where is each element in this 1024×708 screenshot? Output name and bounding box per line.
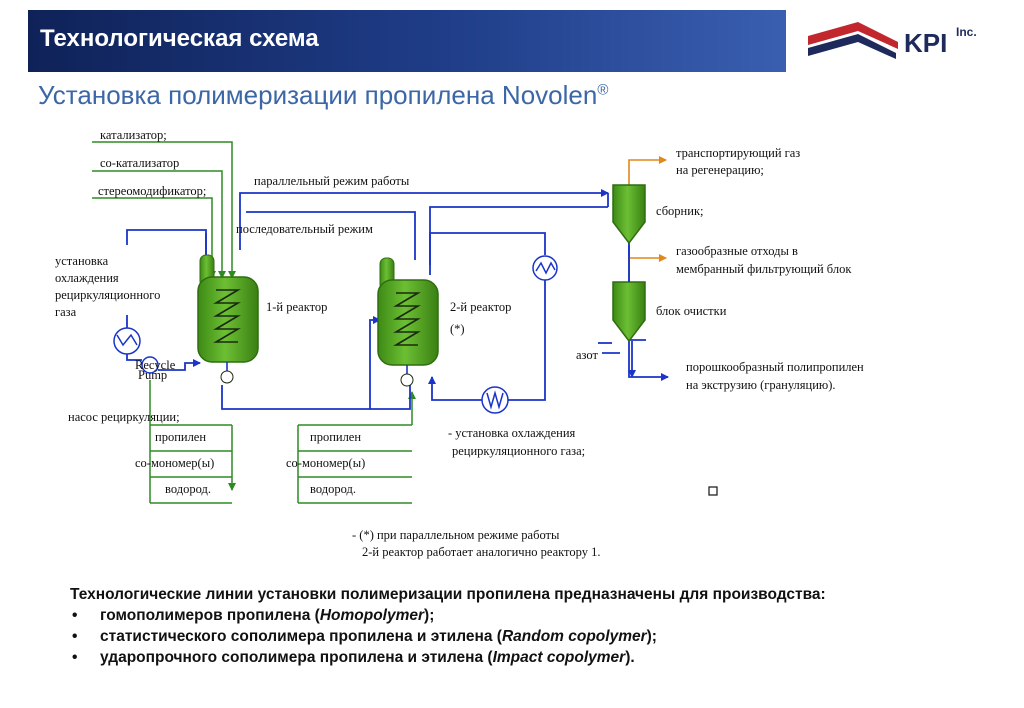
bullet-mark: • <box>72 649 78 666</box>
feed-lines-reactor2 <box>297 391 416 504</box>
label-cocatalyst: со-катализатор <box>100 156 179 170</box>
label-hydrogen-1: водород. <box>165 482 211 496</box>
label-pump-recirc: насос рециркуляции; <box>68 410 180 424</box>
logo-roof-red <box>808 22 898 49</box>
process-diagram: катализатор; со-катализатор стереомодифи… <box>55 128 864 559</box>
logo-text: KPI <box>904 28 947 58</box>
list-item: • ударопрочного сополимера пропилена и эт… <box>70 649 1000 667</box>
reactor-1 <box>197 254 259 384</box>
label-note-1: - (*) при параллельном режиме работы <box>352 528 560 542</box>
item-text: статистического сополимера пропилена и э… <box>100 628 502 645</box>
recycle-pump-icon <box>141 356 159 374</box>
label-nitrogen: азот <box>576 348 598 362</box>
subtitle-text: Установка полимеризации пропилена Novole… <box>38 80 598 110</box>
page-subtitle: Установка полимеризации пропилена Novole… <box>38 80 608 111</box>
page-title: Технологическая схема <box>40 25 319 52</box>
label-note-2: 2-й реактор работает аналогично реактору… <box>362 545 600 559</box>
label-purification: блок очистки <box>656 304 727 318</box>
feed-lines-reactor1 <box>92 141 236 504</box>
label-gas-waste-2: мембранный фильтрующий блок <box>676 262 852 276</box>
label-cooling-left-3: рециркуляционного <box>55 288 160 302</box>
cooler-left-icon <box>113 327 141 355</box>
registered-mark: ® <box>597 81 609 99</box>
label-reactor-2: 2-й реактор <box>450 300 511 314</box>
purification-vessel <box>612 281 646 343</box>
item-text: ударопрочного сополимера пропилена и эти… <box>100 649 493 666</box>
item-end: ); <box>646 628 657 645</box>
item-term: Random copolymer <box>501 628 647 645</box>
bullet-mark: • <box>72 607 78 624</box>
logo-superscript: Inc. <box>956 25 977 39</box>
label-comonomer-2: со-мономер(ы) <box>286 456 365 470</box>
label-recycle-pump-1: Recycle <box>135 358 176 372</box>
compressor-icon <box>532 255 558 281</box>
label-gas-waste-1: газообразные отходы в <box>676 244 798 258</box>
collector-vessel <box>612 184 646 245</box>
label-parallel-mode: параллельный режим работы <box>254 174 410 188</box>
label-propylene-1: пропилен <box>155 430 206 444</box>
label-collector: сборник; <box>656 204 704 218</box>
label-cooling-right-2: рециркуляционного газа; <box>452 444 585 458</box>
list-item: • статистического сополимера пропилена и … <box>70 628 1000 646</box>
kpi-logo: KPI Inc. <box>808 22 977 59</box>
logo-roof-navy <box>808 34 896 59</box>
title-bar: Технологическая схема <box>28 10 786 72</box>
item-term: Impact copolymer <box>492 649 626 666</box>
label-powder-pp-1: порошкообразный полипропилен <box>686 360 864 374</box>
bullet-mark: • <box>72 628 78 645</box>
label-cooling-right-1: - установка охлаждения <box>448 426 576 440</box>
label-hydrogen-2: водород. <box>310 482 356 496</box>
label-cooling-left-4: газа <box>55 305 77 319</box>
label-star-mark: (*) <box>450 322 465 336</box>
description-block: Технологические линии установки полимери… <box>70 586 1000 670</box>
reactor-2 <box>377 257 439 387</box>
cooler-right-icon <box>481 386 509 414</box>
label-comonomer-1: со-мономер(ы) <box>135 456 214 470</box>
label-catalyst: катализатор; <box>100 128 167 142</box>
label-transport-gas-2: на регенерацию; <box>676 163 764 177</box>
label-cooling-left-1: установка <box>55 254 109 268</box>
label-transport-gas-1: транспортирующий газ <box>676 146 800 160</box>
product-list: •гомополимеров пропилена (Homopolymer); … <box>70 607 1000 667</box>
item-end: ); <box>424 607 435 624</box>
item-end: ). <box>625 649 635 666</box>
label-cooling-left-2: охлаждения <box>55 271 119 285</box>
label-propylene-2: пропилен <box>310 430 361 444</box>
description-intro: Технологические линии установки полимери… <box>70 586 826 603</box>
list-item: • гомополимеров пропилена (Homopolymer); <box>70 607 1000 625</box>
diagram-labels: катализатор; со-катализатор стереомодифи… <box>55 128 864 559</box>
label-stereomodifier: стереомодификатор; <box>98 184 206 198</box>
item-term: Homopolymer <box>319 607 425 624</box>
label-recycle-pump-2: Pump <box>138 368 167 382</box>
item-text: гомополимеров пропилена ( <box>100 607 320 624</box>
small-square <box>708 486 718 496</box>
label-serial-mode: последовательный режим <box>236 222 373 236</box>
label-reactor-1: 1-й реактор <box>266 300 327 314</box>
label-powder-pp-2: на экструзию (грануляцию). <box>686 378 836 392</box>
